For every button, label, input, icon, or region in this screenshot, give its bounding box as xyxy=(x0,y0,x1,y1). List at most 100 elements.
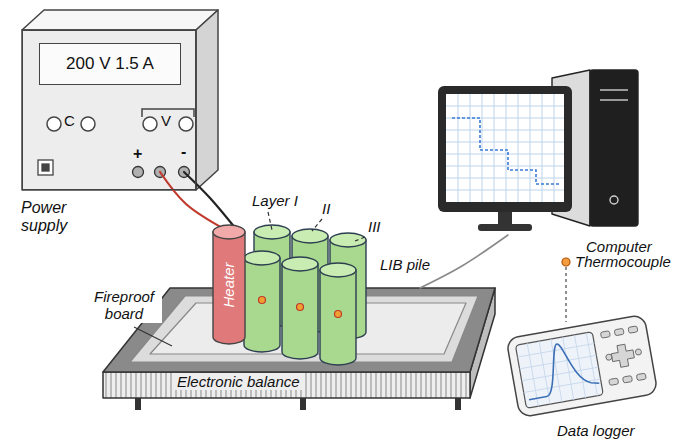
power-supply-body xyxy=(22,10,218,30)
layer-label: II xyxy=(322,200,330,217)
data-logger-body xyxy=(506,314,658,417)
battery-cell xyxy=(254,225,290,239)
data-logger-body xyxy=(614,328,624,335)
balance-leg xyxy=(455,398,461,410)
screen-grid xyxy=(482,94,483,202)
terminal-sign: - xyxy=(181,143,186,161)
battery-cell xyxy=(330,233,366,247)
thermocouple-point xyxy=(297,304,304,311)
thermocouple-wire xyxy=(565,267,566,322)
layer-leader xyxy=(355,237,365,241)
data-logger-body xyxy=(520,355,597,369)
power-socket xyxy=(38,160,53,175)
part-label: LIB pile xyxy=(380,256,430,273)
battery-cell xyxy=(282,264,318,359)
computer-tower xyxy=(600,89,628,90)
data-logger-body xyxy=(610,343,635,368)
screen-grid xyxy=(446,142,564,143)
data-logger-body xyxy=(563,337,574,400)
layer-leader xyxy=(268,212,365,241)
battery-cell xyxy=(320,263,356,277)
thermocouple-point xyxy=(259,297,266,304)
data-logger-body xyxy=(515,332,603,409)
battery-cell xyxy=(292,229,328,243)
battery-cell xyxy=(244,258,280,352)
display-panel: 200 V 1.5 A xyxy=(39,43,181,85)
leader-line xyxy=(134,327,172,346)
computer-tower xyxy=(590,70,638,226)
node-text: Computer xyxy=(586,238,652,255)
knob-symbol xyxy=(179,117,193,131)
layer-label: Layer I xyxy=(252,192,298,209)
terminal-sign: + xyxy=(133,145,142,163)
knob-symbol xyxy=(143,117,157,131)
data-cable xyxy=(420,235,508,288)
power-supply-body xyxy=(196,10,218,190)
node-text: 200 V 1.5 A xyxy=(66,54,154,74)
data-logger-body xyxy=(635,349,642,356)
thermocouple-point xyxy=(259,297,342,318)
layer-leader xyxy=(312,219,322,231)
layer-label: III xyxy=(368,218,381,235)
data-logger-body xyxy=(623,376,633,383)
heater-cylinder: Heater xyxy=(212,224,246,346)
data-logger-body xyxy=(586,333,597,396)
screen-grid xyxy=(446,166,564,167)
computer: Computer xyxy=(438,60,643,235)
screen-grid xyxy=(446,94,564,202)
node-text: Data logger xyxy=(557,422,635,439)
power-socket xyxy=(38,160,53,175)
screen-grid xyxy=(530,94,531,202)
computer-tower xyxy=(610,196,618,204)
computer-monitor xyxy=(478,224,532,231)
screen-grid xyxy=(446,106,564,107)
mass-signal xyxy=(452,118,560,184)
thermocouple-tip xyxy=(562,258,570,266)
screen-grid xyxy=(446,178,564,179)
power-socket xyxy=(42,164,49,171)
computer-monitor xyxy=(446,94,564,202)
node-text: Power supply xyxy=(21,199,93,236)
part-label: Fireproof board xyxy=(86,288,162,323)
data-logger-body xyxy=(636,373,646,380)
screen-grid xyxy=(542,94,543,202)
layer-leader xyxy=(268,212,272,230)
knob-label: C xyxy=(64,112,75,129)
terminal-post xyxy=(133,167,144,178)
data-logger-body xyxy=(600,326,646,386)
computer-tower xyxy=(600,99,628,100)
power-supply-body xyxy=(22,30,196,190)
data-logger-body xyxy=(600,331,610,338)
screen-grid xyxy=(446,130,564,131)
screen-grid xyxy=(494,94,495,202)
part-label: Thermocouple xyxy=(575,253,671,270)
data-logger-body xyxy=(522,367,599,381)
battery-cell xyxy=(244,251,356,365)
knob-symbol xyxy=(81,117,95,131)
data-logger-body xyxy=(527,343,538,406)
data-logger-body xyxy=(574,335,585,398)
data-logger-body xyxy=(524,379,601,393)
screen-grid xyxy=(554,94,555,202)
power-supply-body xyxy=(22,10,218,190)
screen-grid xyxy=(458,94,459,202)
data-logger-body xyxy=(605,354,612,361)
data-logger-body xyxy=(515,332,603,409)
screen-grid xyxy=(446,190,564,191)
computer-monitor xyxy=(438,86,572,212)
data-logger: Data logger xyxy=(505,312,660,420)
knob-symbol xyxy=(47,117,61,131)
battery-cell xyxy=(282,257,318,271)
balance-leg xyxy=(300,398,306,410)
data-logger-body xyxy=(506,314,658,417)
computer-monitor xyxy=(498,212,512,224)
balance-body xyxy=(103,372,470,398)
balance-leg xyxy=(135,398,141,410)
screen-grid xyxy=(470,94,471,202)
balance-leg xyxy=(135,398,461,410)
node-text: Heater xyxy=(220,262,237,307)
data-logger-body xyxy=(520,338,600,400)
computer-monitor xyxy=(438,86,572,231)
